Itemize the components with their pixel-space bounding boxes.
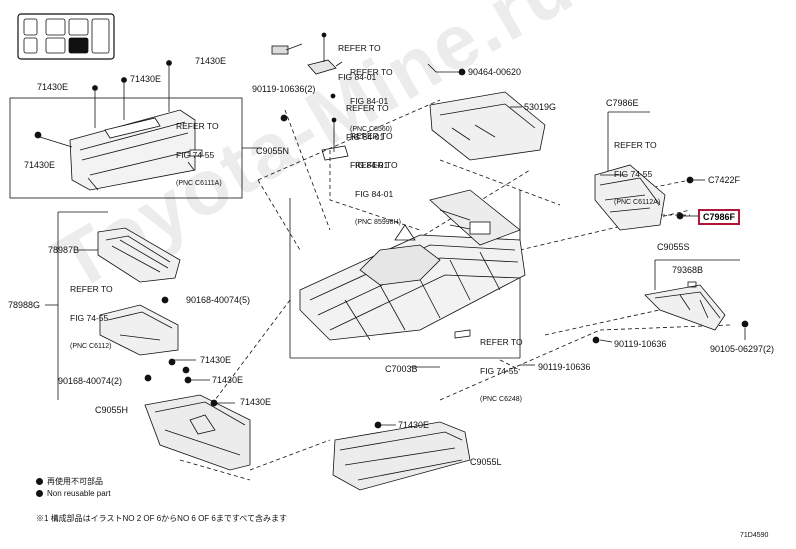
callout-c9055h[interactable]: C9055H <box>95 405 129 415</box>
callout-c7986f-highlighted[interactable]: C7986F <box>698 209 741 225</box>
callout-71430e[interactable]: 71430E <box>200 355 232 365</box>
part-c7003b-frame <box>299 189 526 341</box>
callout-79368b[interactable]: 79368B <box>672 265 704 275</box>
reference-note[interactable]: REFER TO FIG 84-01 <box>346 85 389 152</box>
ref-line: FIG 74-55 <box>480 365 519 376</box>
callout-c9055s[interactable]: C9055S <box>657 242 690 252</box>
legend-item-jp: 再使用不可部品 <box>36 476 103 487</box>
ref-line: FIG 84-01 <box>338 71 377 82</box>
ref-line: REFER TO <box>355 160 398 170</box>
reference-note[interactable]: REFER TO FIG 74-55 (PNC C6112A) <box>614 122 660 217</box>
callout-71430e[interactable]: 71430E <box>195 56 227 66</box>
callout-c9055n[interactable]: C9055N <box>256 146 290 156</box>
ref-line: REFER TO <box>70 284 113 294</box>
callout-53019g[interactable]: 53019G <box>524 102 557 112</box>
ref-line: REFER TO <box>346 103 389 113</box>
callout-71430e[interactable]: 71430E <box>130 74 162 84</box>
part-c9055n-shape <box>69 109 196 191</box>
group-box-c9055s <box>654 259 740 290</box>
non-reusable-dot-icon <box>36 478 43 486</box>
group-box-c7986e <box>607 111 650 175</box>
reference-note[interactable]: REFER TO FIG 74-55 (PNC C6248) <box>480 319 523 414</box>
ref-line: FIG 84-01 <box>355 188 394 199</box>
ref-line: FIG 74-55 <box>176 149 215 160</box>
ref-line: REFER TO <box>480 337 523 347</box>
leader-lines <box>170 43 746 426</box>
reference-note[interactable]: REFER TO FIG 74-55 (PNC C6111A) <box>176 103 222 198</box>
ref-line: REFER TO <box>350 67 393 77</box>
ref-line: FIG 84-01 <box>350 159 389 170</box>
part-c9055h-shape <box>144 376 251 471</box>
reference-note[interactable]: REFER TO FIG 74-55 (PNC C6112) <box>70 266 113 361</box>
part-c7986f-shape <box>594 164 694 231</box>
callout-90105-06297[interactable]: 90105-06297(2) <box>710 344 775 354</box>
part-78988g-shape <box>99 296 190 382</box>
ref-line: FIG 74-55 <box>614 168 653 179</box>
legend-item-en: Non reusable part <box>36 489 111 498</box>
ref-line: REFER TO <box>338 43 381 53</box>
group-bracket-78988g <box>45 211 108 400</box>
ref-line: FIG 84-01 <box>346 131 385 142</box>
callout-71430e[interactable]: 71430E <box>240 397 272 407</box>
callout-78987b[interactable]: 78987B <box>48 245 80 255</box>
callout-c7003b[interactable]: C7003B <box>385 364 418 374</box>
reference-note[interactable]: REFER TO FIG 84-01 (PNC C8560) <box>350 49 393 144</box>
ref-line: FIG 74-55 <box>70 312 109 323</box>
callout-c7422f[interactable]: C7422F <box>708 175 741 185</box>
callout-90168-40074-5[interactable]: 90168-40074(5) <box>186 295 251 305</box>
ref-pnc: (PNC C8560) <box>350 126 393 133</box>
legend-text: 再使用不可部品 <box>47 477 103 486</box>
ref-line: REFER TO <box>614 140 657 150</box>
callout-90168-40074-2[interactable]: 90168-40074(2) <box>58 376 123 386</box>
ref-pnc: (PNC C6112A) <box>614 199 661 206</box>
part-78987b-shape <box>97 227 181 283</box>
ref-pnc: (PNC C6248) <box>480 396 523 403</box>
callout-90464-00620[interactable]: 90464-00620 <box>468 67 522 77</box>
callout-71430e[interactable]: 71430E <box>37 82 69 92</box>
callout-71430e[interactable]: 71430E <box>398 420 430 430</box>
ref-line: REFER TO <box>176 121 219 131</box>
callout-c9055l[interactable]: C9055L <box>470 457 502 467</box>
part-79368b-shape <box>592 281 749 344</box>
legend-text: Non reusable part <box>47 489 111 498</box>
callout-c7986e[interactable]: C7986E <box>606 98 639 108</box>
callout-90119-10636[interactable]: 90119-10636(2) <box>252 84 316 94</box>
ref-line: FIG 84-01 <box>350 95 389 106</box>
figure-code: 71D4590 <box>740 532 769 539</box>
ref-pnc: (PNC 85998H) <box>355 219 401 226</box>
callout-71430e[interactable]: 71430E <box>212 375 244 385</box>
index-thumbnail <box>17 13 115 60</box>
part-53019g-shape <box>429 91 546 161</box>
ref-pnc: (PNC C6111A) <box>176 180 222 187</box>
non-reusable-dot-icon <box>36 490 43 498</box>
callout-71430e[interactable]: 71430E <box>24 160 56 170</box>
reference-note[interactable]: REFER TO FIG 84-01 <box>338 25 381 92</box>
reference-note[interactable]: REFER TO FIG 84-01 (PNC 85998H) <box>355 142 401 237</box>
callout-78988g[interactable]: 78988G <box>8 300 41 310</box>
part-c9055l-shape <box>332 421 471 491</box>
reference-note[interactable]: REFER TO FIG 84-01 <box>350 113 393 180</box>
footnote: ※1 構成部品はイラストNO 2 OF 6からNO 6 OF 6まですべて含みま… <box>36 514 287 523</box>
fasteners-top-left <box>34 60 203 157</box>
ref-pnc: (PNC C6112) <box>70 343 112 350</box>
callout-90119-10636[interactable]: 90119-10636 <box>614 339 667 349</box>
ref-line: REFER TO <box>350 131 393 141</box>
clips-center-top <box>271 32 349 161</box>
callout-90119-10636[interactable]: 90119-10636 <box>538 362 591 372</box>
